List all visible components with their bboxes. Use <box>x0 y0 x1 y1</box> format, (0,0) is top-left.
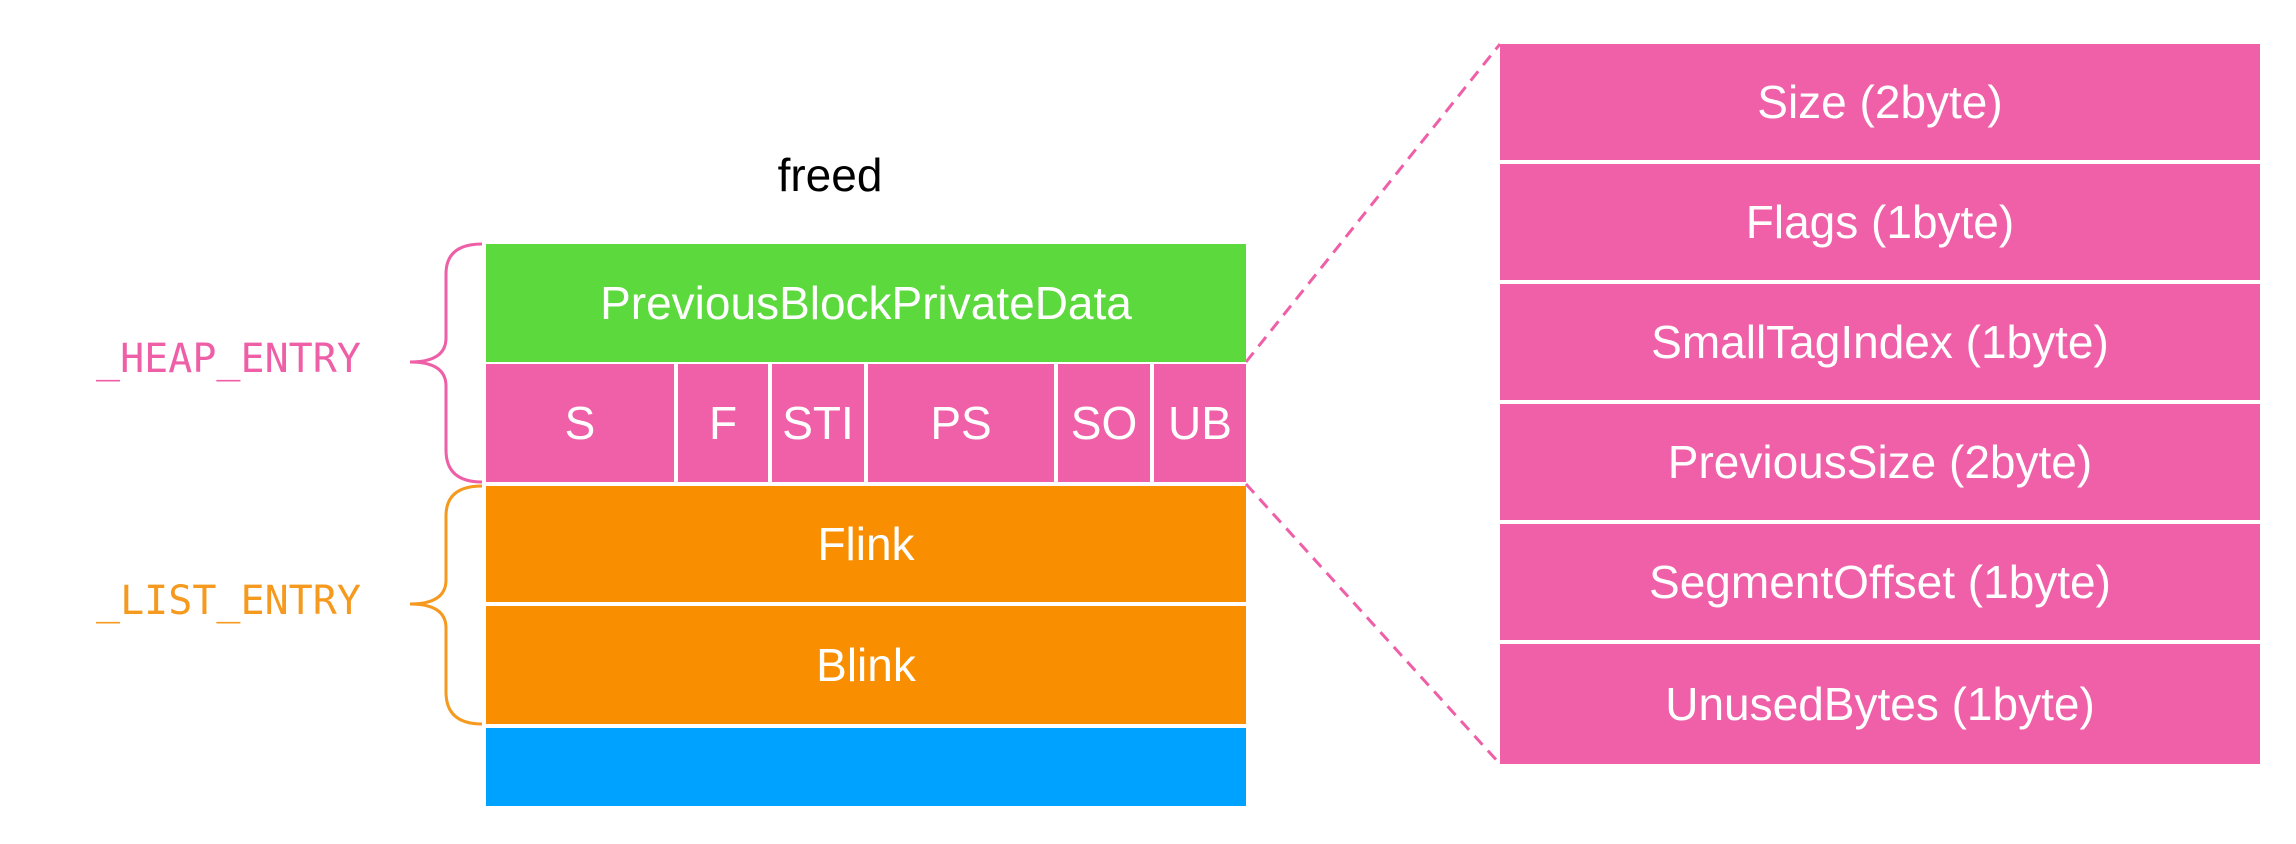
field-previous-size-short: PS <box>868 364 1054 482</box>
field-flags-short: F <box>678 364 768 482</box>
detail-segment-offset: SegmentOffset (1byte) <box>1500 524 2260 640</box>
blink-field: Blink <box>486 606 1246 724</box>
heap-entry-label: _HEAP_ENTRY <box>96 336 361 382</box>
zoom-line-top <box>1244 43 1502 363</box>
list-entry-label: _LIST_ENTRY <box>96 578 361 624</box>
flink-field: Flink <box>486 486 1246 602</box>
list-entry-brace <box>409 484 483 726</box>
detail-previous-size: PreviousSize (2byte) <box>1500 404 2260 520</box>
zoom-line-bottom <box>1244 482 1502 766</box>
previous-block-private-data: PreviousBlockPrivateData <box>486 244 1246 362</box>
detail-small-tag-index: SmallTagIndex (1byte) <box>1500 284 2260 400</box>
data-block <box>486 728 1246 806</box>
detail-size: Size (2byte) <box>1500 44 2260 160</box>
field-small-tag-index-short: STI <box>772 364 864 482</box>
field-unused-bytes-short: UB <box>1154 364 1246 482</box>
heap-entry-brace <box>409 242 483 484</box>
detail-flags: Flags (1byte) <box>1500 164 2260 280</box>
field-size-short: S <box>486 364 674 482</box>
field-segment-offset-short: SO <box>1058 364 1150 482</box>
freed-title: freed <box>777 149 883 201</box>
detail-unused-bytes: UnusedBytes (1byte) <box>1500 644 2260 764</box>
